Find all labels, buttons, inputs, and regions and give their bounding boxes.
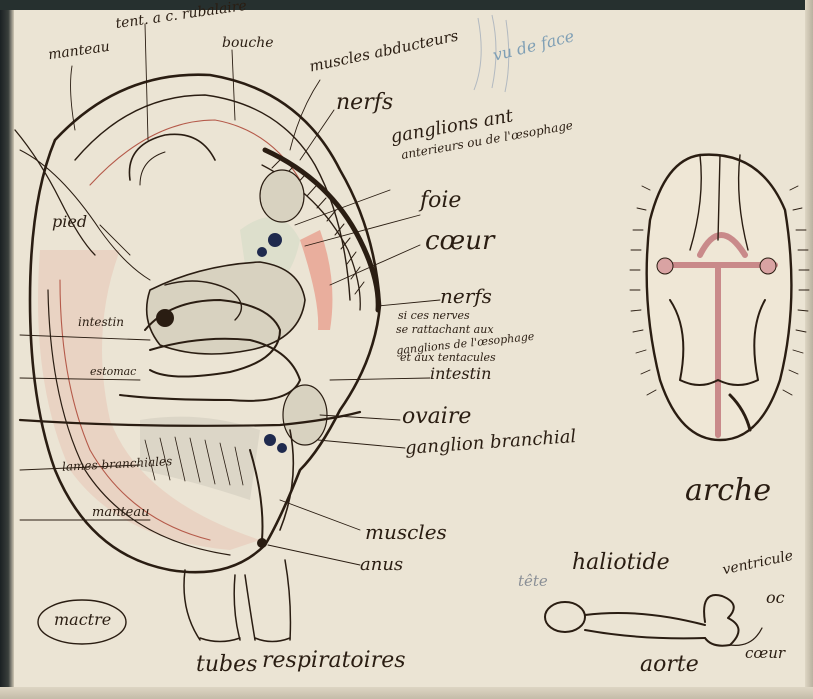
label-tubes: tubes xyxy=(196,654,257,676)
label-intestin-right: intestin xyxy=(430,366,491,382)
label-mactre: mactre xyxy=(54,612,111,628)
label-aorte: aorte xyxy=(640,654,699,676)
label-respiratoires: respiratoires xyxy=(262,650,406,672)
label-foie: foie xyxy=(420,190,461,212)
label-manteau-bottom: manteau xyxy=(92,506,150,519)
label-nerfs-top: nerfs xyxy=(336,92,393,114)
label-pied: pied xyxy=(52,214,87,230)
label-oc: oc xyxy=(766,590,785,606)
label-tete: tête xyxy=(518,574,548,589)
label-coeur-small: cœur xyxy=(745,646,785,661)
mactre-drawing xyxy=(15,24,440,644)
haliotide-drawing xyxy=(545,595,762,646)
label-coeur: cœur xyxy=(425,228,494,254)
arche-drawing xyxy=(630,155,809,440)
label-ovaire: ovaire xyxy=(402,406,471,428)
label-intestin-left: intestin xyxy=(78,316,124,328)
label-muscles: muscles xyxy=(365,522,447,542)
label-nerfs-mid: nerfs xyxy=(440,286,492,306)
label-haliotide: haliotide xyxy=(572,552,670,574)
label-nerfs-note-4: et aux tentacules xyxy=(400,352,496,363)
label-nerfs-note-1: si ces nerves xyxy=(398,310,470,321)
label-nerfs-note-2: se rattachant aux xyxy=(396,324,494,335)
label-estomac: estomac xyxy=(90,366,136,377)
label-arche: arche xyxy=(685,476,771,506)
label-bouche: bouche xyxy=(222,36,274,50)
label-anus: anus xyxy=(360,556,403,574)
